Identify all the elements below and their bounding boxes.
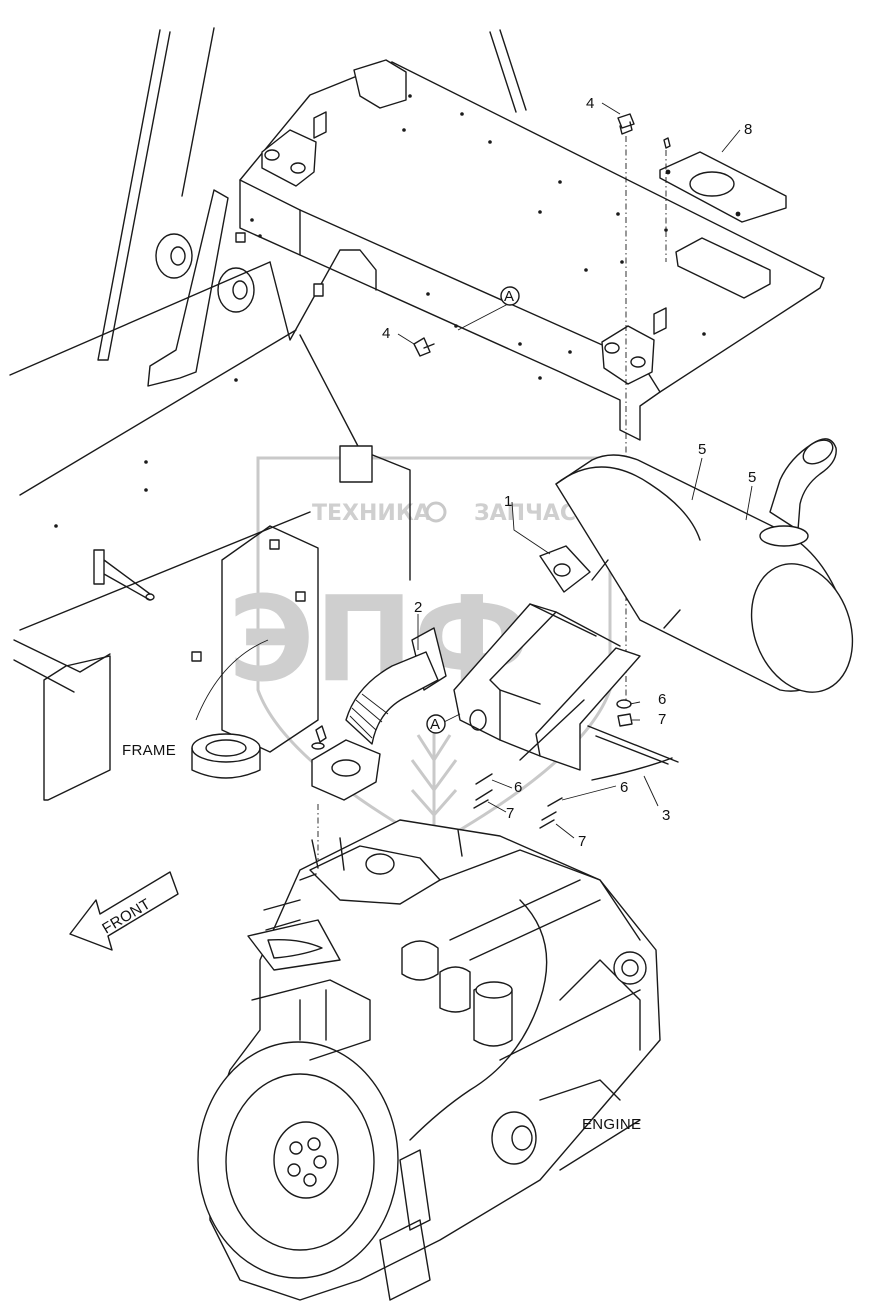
callout-5-left: 5 [698, 441, 706, 458]
engine-caption: ENGINE [582, 1116, 641, 1133]
callout-1: 1 [504, 493, 512, 510]
frame-caption: FRAME [122, 742, 176, 759]
callout-a-top: A [504, 288, 514, 305]
watermark-gear-icon [425, 501, 447, 523]
muffler-part-5 [555, 438, 854, 693]
engine [197, 819, 661, 1301]
fasteners-parts-6-7 [311, 699, 633, 860]
pipe-part-2 [311, 627, 447, 801]
frame-holes [54, 94, 706, 528]
callout-6-low: 6 [620, 779, 628, 796]
bracket-part-1 [453, 545, 641, 771]
bolt-part-4-left [413, 337, 435, 357]
callout-a-top-circle [500, 286, 520, 306]
watermark-text-left: ТЕХНИКА [312, 501, 431, 526]
gasket-part-8 [659, 137, 787, 262]
callout-6-mid: 6 [514, 779, 522, 796]
strap-part-3 [519, 699, 679, 781]
callout-4-top: 4 [586, 95, 594, 112]
callout-6-right: 6 [658, 691, 666, 708]
callout-7-right: 7 [658, 711, 666, 728]
callout-2: 2 [414, 599, 422, 616]
callout-7-low: 7 [578, 833, 586, 850]
bolt-part-4-top [617, 113, 635, 700]
callout-7-mid: 7 [506, 805, 514, 822]
watermark-wheat-icon [410, 720, 458, 840]
callout-4-left: 4 [382, 325, 390, 342]
callouts: 4 8 4 A 5 5 1 2 6 7 A 6 7 3 6 7 [382, 95, 756, 850]
callout-3: 3 [662, 807, 670, 824]
frame [9, 27, 825, 801]
leader-lines [397, 102, 753, 839]
callout-5-right: 5 [748, 469, 756, 486]
callout-a-mid-circle [426, 714, 446, 734]
front-arrow: FRONT [69, 871, 179, 951]
callout-a-mid: A [430, 716, 440, 733]
callout-8: 8 [744, 121, 752, 138]
